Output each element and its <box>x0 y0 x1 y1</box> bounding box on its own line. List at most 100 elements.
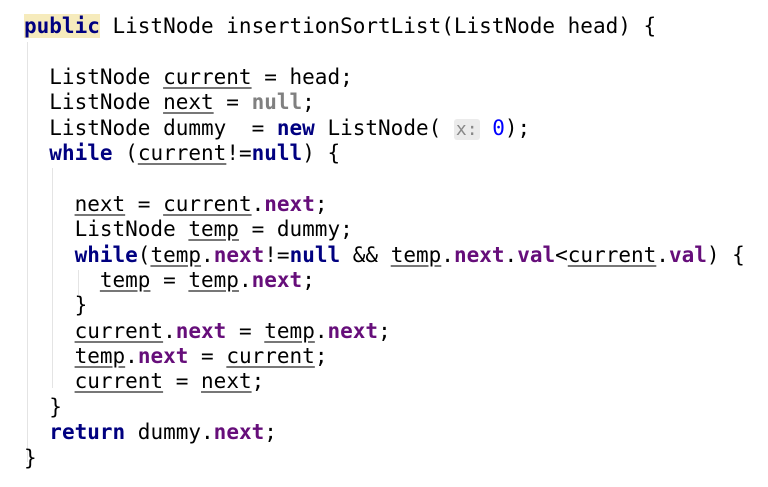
code-token: ) { <box>302 140 341 165</box>
code-token: ; <box>251 369 265 394</box>
keyword-token: return <box>49 420 126 445</box>
field-token: next <box>264 191 315 216</box>
code-token <box>24 344 75 368</box>
code-line[interactable] <box>24 39 745 64</box>
variable-token: temp <box>264 318 315 343</box>
variable-token: current <box>163 191 252 216</box>
variable-token: temp <box>74 344 126 369</box>
code-token: = <box>213 90 252 115</box>
code-token: && <box>340 242 391 267</box>
code-line[interactable]: ListNode dummy = new ListNode( x: 0); <box>24 116 745 141</box>
code-line[interactable] <box>24 166 745 191</box>
keyword-token: null <box>251 140 303 165</box>
code-line[interactable]: while (current!=null) { <box>24 141 745 166</box>
code-line[interactable]: temp = temp.next; <box>24 268 745 293</box>
code-token <box>24 369 75 393</box>
code-line[interactable]: ListNode temp = dummy; <box>24 217 745 242</box>
code-token: . <box>238 267 252 292</box>
code-editor[interactable]: public ListNode insertionSortList(ListNo… <box>24 14 745 471</box>
code-line[interactable]: temp.next = current; <box>24 344 745 369</box>
code-token <box>24 192 75 216</box>
code-token: ListNode <box>24 64 164 89</box>
code-token: } <box>24 293 88 318</box>
code-token: ; <box>264 420 277 445</box>
indent-guide <box>27 42 28 462</box>
code-token: != <box>226 140 252 165</box>
variable-token: temp <box>390 242 442 267</box>
variable-token: next <box>74 191 126 216</box>
field-token: next <box>251 267 303 292</box>
variable-token: current <box>226 344 315 369</box>
code-line[interactable]: next = current.next; <box>24 192 745 217</box>
variable-token: temp <box>188 267 239 292</box>
keyword-token: while <box>49 140 113 165</box>
code-token: . <box>201 242 214 267</box>
variable-token: temp <box>99 267 151 292</box>
parameter-hint: x: <box>453 118 480 140</box>
code-token: = <box>163 369 202 394</box>
code-line[interactable]: current.next = temp.next; <box>24 319 745 344</box>
code-token: . <box>251 191 265 216</box>
field-token: val <box>668 242 707 267</box>
code-token <box>24 319 75 343</box>
code-token: . <box>656 242 669 267</box>
keyword-token: null <box>289 242 341 267</box>
code-token: ListNode insertionSortList(ListNode head… <box>99 14 657 38</box>
variable-token: current <box>567 242 657 267</box>
code-token: . <box>441 242 454 267</box>
code-line[interactable]: } <box>24 395 745 420</box>
code-line[interactable]: } <box>24 293 745 318</box>
variable-token: next <box>163 90 214 115</box>
code-token <box>24 141 49 165</box>
code-token: ; <box>314 344 328 369</box>
code-token: < <box>555 242 568 267</box>
field-token: next <box>137 344 189 369</box>
code-token: ( <box>112 140 138 165</box>
code-line[interactable]: while(temp.next!=null && temp.next.val<c… <box>24 243 745 268</box>
code-token: = <box>150 267 189 292</box>
field-token: next <box>453 242 505 267</box>
variable-token: current <box>74 318 164 343</box>
code-token: . <box>504 242 518 267</box>
code-token: = <box>226 318 265 343</box>
code-line[interactable]: ListNode current = head; <box>24 65 745 90</box>
indent-guide <box>78 270 79 295</box>
code-token: = <box>188 344 227 369</box>
code-token: } <box>24 445 37 470</box>
code-token: ; <box>302 90 315 115</box>
code-token: } <box>24 394 62 419</box>
code-token: = head; <box>251 64 353 89</box>
code-token <box>24 420 49 444</box>
code-line[interactable]: ListNode next = null; <box>24 90 745 115</box>
variable-token: temp <box>188 217 239 242</box>
code-line[interactable]: return dummy.next; <box>24 420 745 445</box>
code-token: ; <box>314 191 328 216</box>
code-token <box>480 116 493 140</box>
code-token: ; <box>302 267 315 292</box>
code-line[interactable]: current = next; <box>24 369 745 394</box>
code-token: ListNode dummy = <box>24 115 277 140</box>
code-token <box>24 243 75 267</box>
code-token: != <box>264 242 290 267</box>
keyword-token: new <box>276 115 315 140</box>
variable-token: next <box>201 369 252 394</box>
variable-token: current <box>74 369 164 394</box>
code-token: ( <box>137 242 151 267</box>
indent-guide <box>52 168 53 388</box>
variable-token: current <box>137 140 227 165</box>
code-token: = dummy; <box>238 217 353 242</box>
code-token: dummy. <box>125 420 214 445</box>
code-token: ListNode( <box>314 115 454 140</box>
code-token: . <box>125 344 138 369</box>
number-token: 0 <box>492 115 505 140</box>
field-token: next <box>175 318 227 343</box>
code-token: ListNode <box>24 217 189 242</box>
code-token <box>24 268 100 292</box>
code-line[interactable]: } <box>24 446 745 471</box>
code-line[interactable]: public ListNode insertionSortList(ListNo… <box>24 14 745 39</box>
code-token: ListNode <box>24 90 164 115</box>
code-token: ) { <box>706 242 745 267</box>
code-token: . <box>314 318 328 343</box>
code-token: . <box>163 318 176 343</box>
variable-token: current <box>163 64 252 89</box>
